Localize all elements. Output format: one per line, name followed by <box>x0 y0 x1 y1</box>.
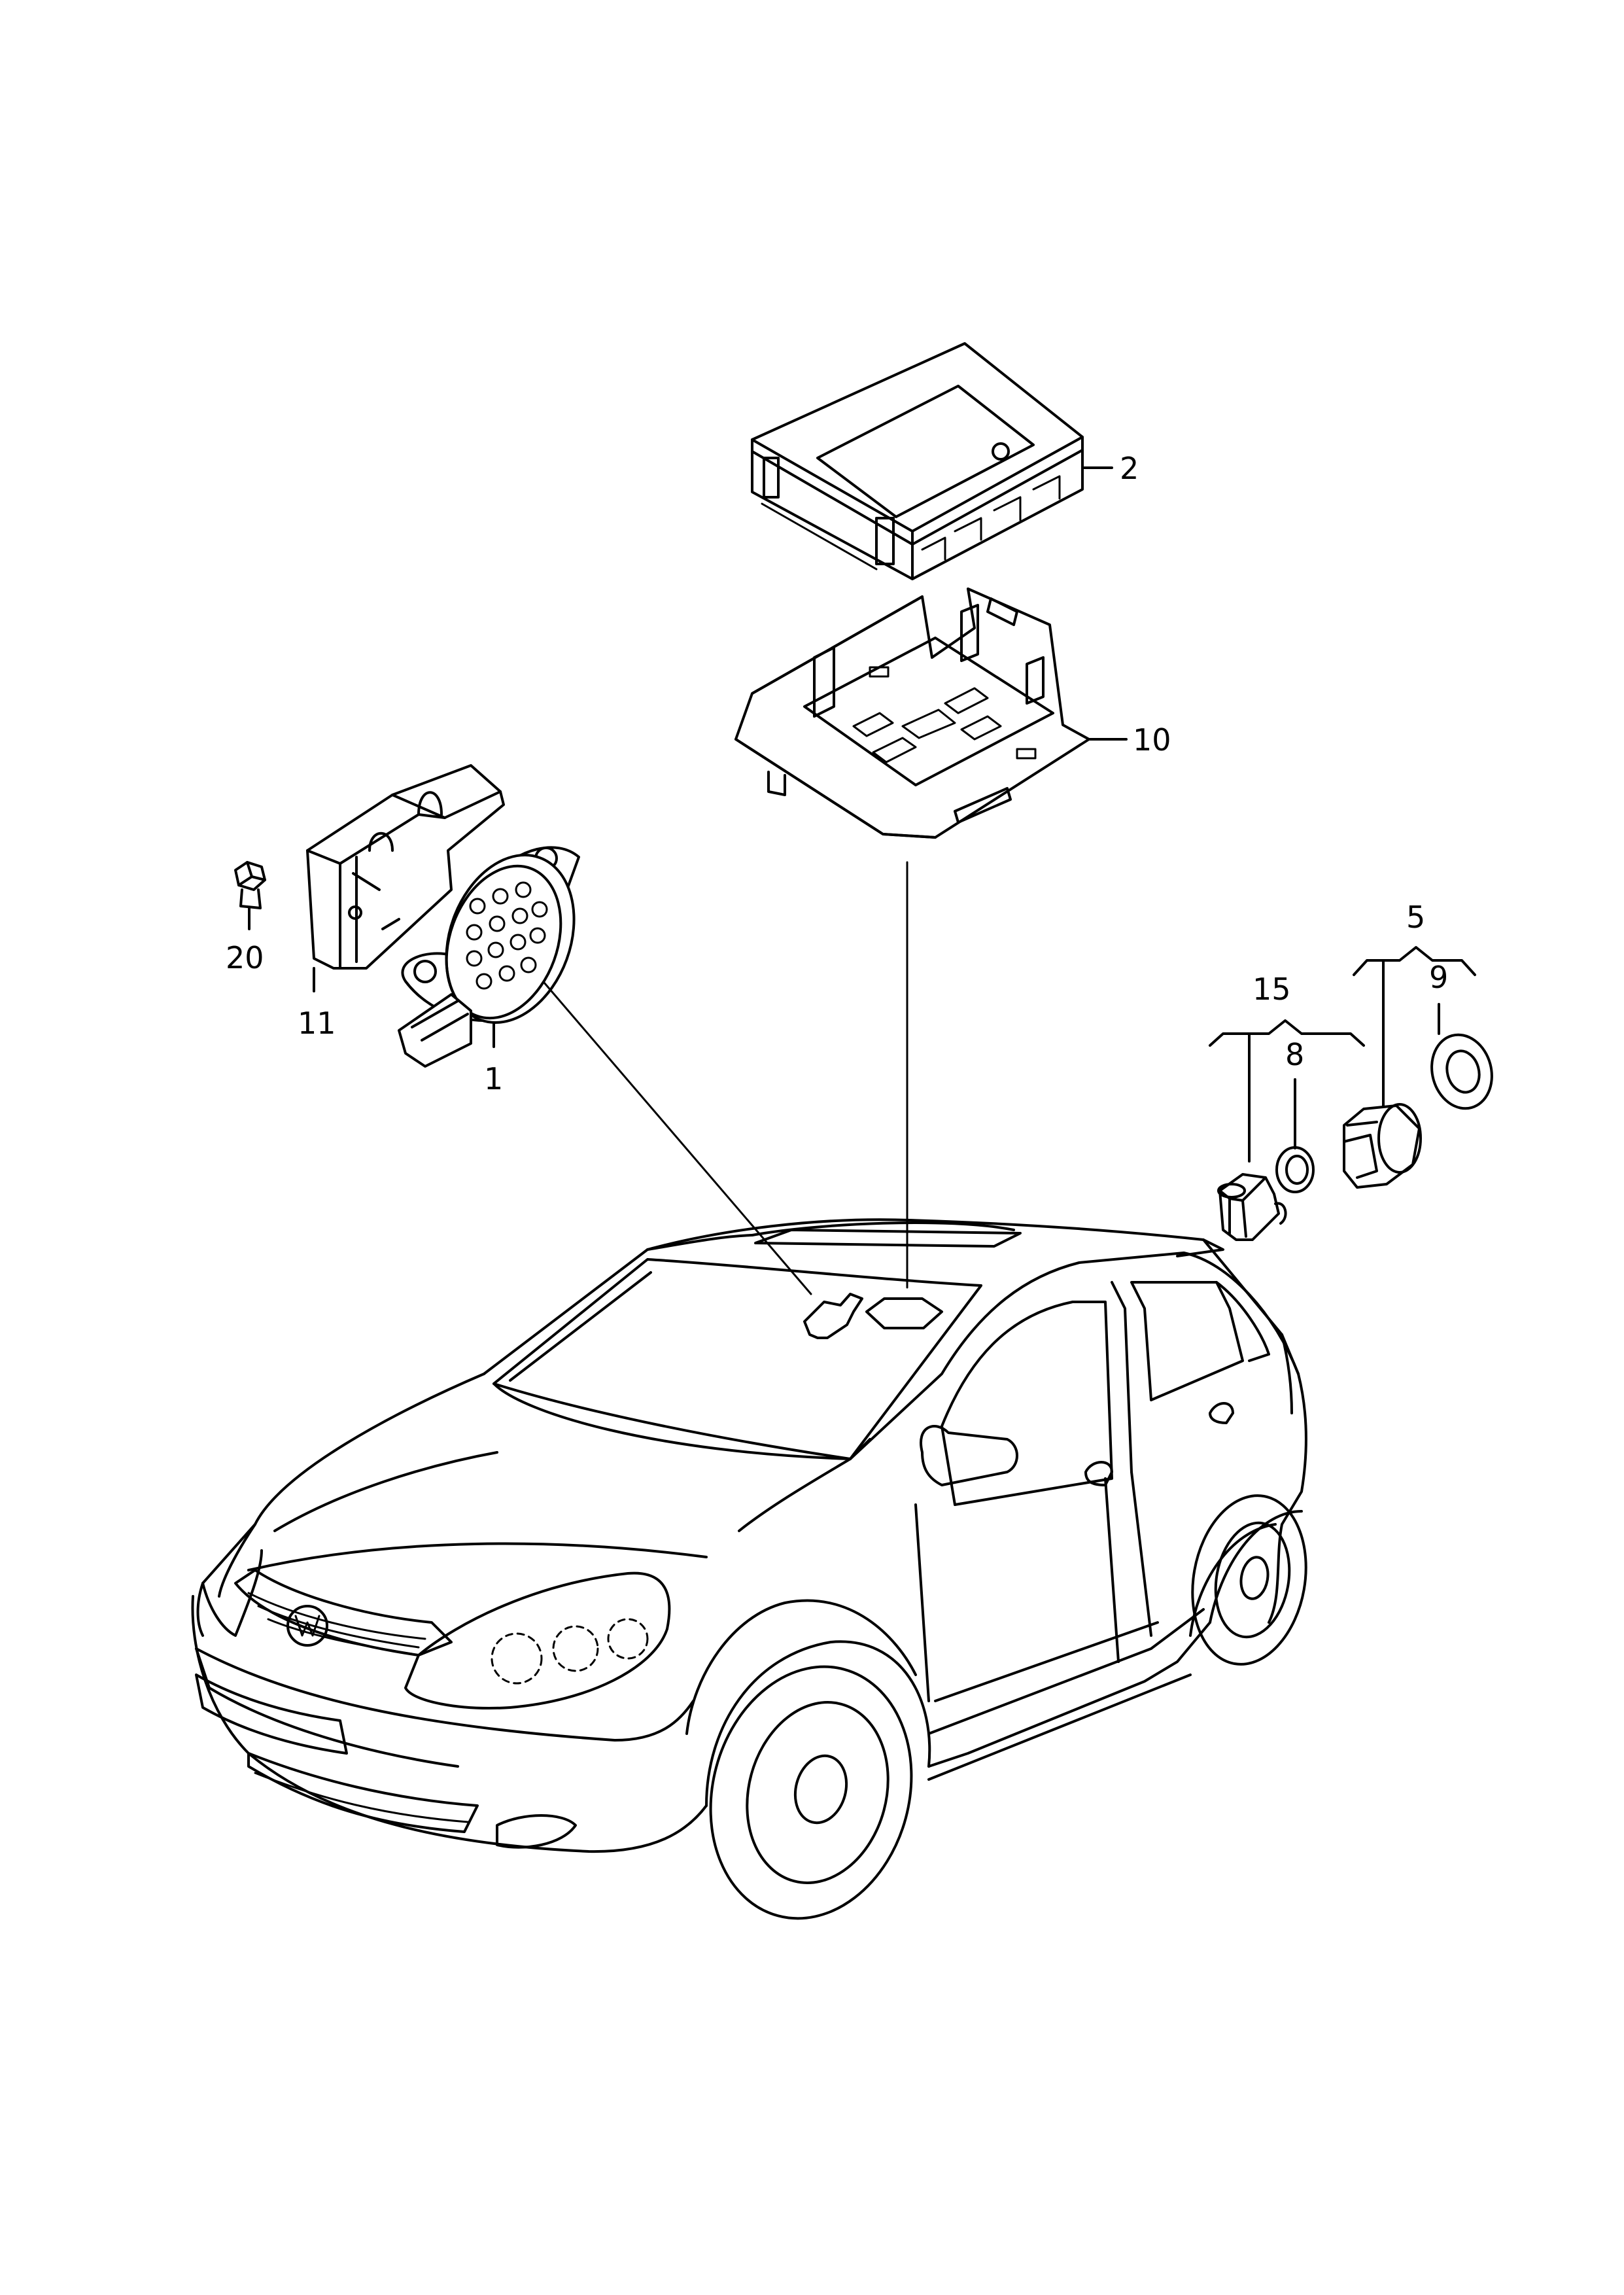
callout-9[interactable]: 9 <box>1429 960 1448 995</box>
bracket-5 <box>1353 946 1476 976</box>
nut-20[interactable] <box>234 861 266 909</box>
callout-11[interactable]: 11 <box>298 1006 336 1041</box>
horn-bracket[interactable] <box>306 764 505 970</box>
callout-15[interactable]: 15 <box>1253 972 1291 1007</box>
bracket-15 <box>1209 1019 1365 1047</box>
gasket-9[interactable] <box>1424 1028 1500 1115</box>
horn-location-marker[interactable] <box>803 1293 863 1339</box>
callout-1[interactable]: 1 <box>484 1061 503 1096</box>
parking-sensor[interactable] <box>1217 1173 1287 1241</box>
callout-8[interactable]: 8 <box>1285 1037 1304 1072</box>
control-unit-bracket[interactable] <box>734 587 1090 839</box>
horn-buzzer[interactable] <box>398 837 596 1068</box>
vehicle-outline <box>191 1218 1307 1920</box>
sensor-holder[interactable] <box>1343 1103 1422 1189</box>
control-unit[interactable] <box>751 342 1084 580</box>
callout-5[interactable]: 5 <box>1406 900 1425 935</box>
sensor-ring-8[interactable] <box>1275 1146 1315 1193</box>
control-unit-location-marker[interactable] <box>865 1297 943 1329</box>
callout-2[interactable]: 2 <box>1120 451 1139 486</box>
horn-grille <box>466 881 548 990</box>
callout-10[interactable]: 10 <box>1133 722 1171 758</box>
callout-20[interactable]: 20 <box>226 940 264 975</box>
leader-line-1-to-car <box>543 981 812 1295</box>
